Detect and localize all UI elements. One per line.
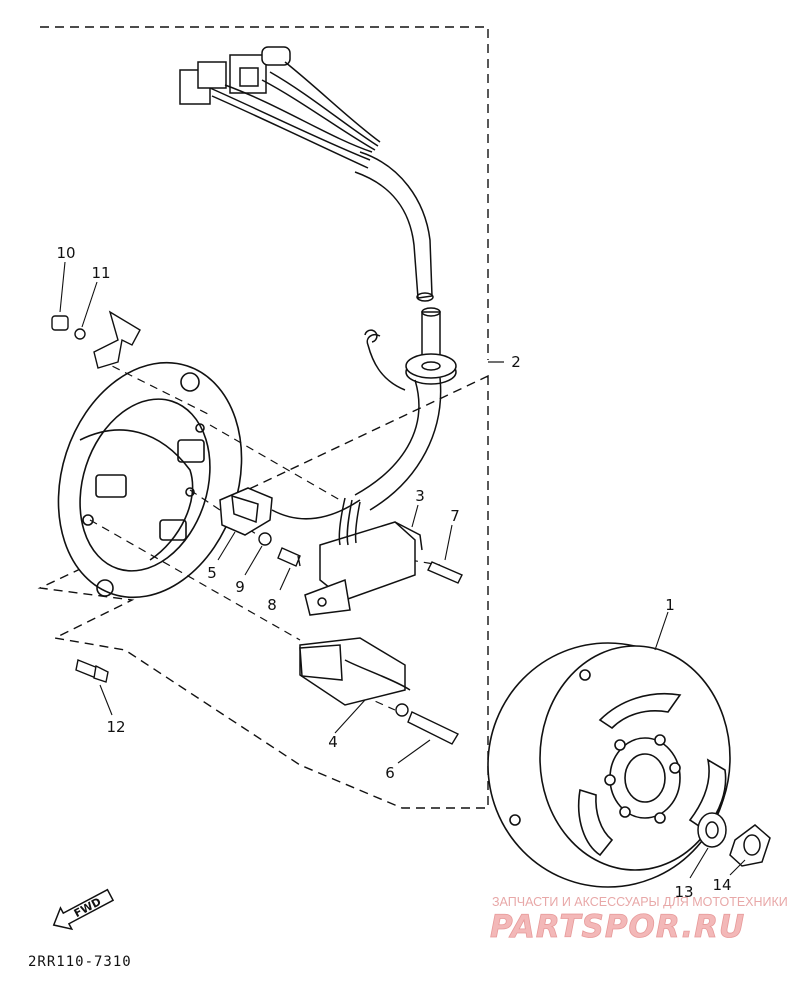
callout-5: 5 [207,564,217,582]
callout-4: 4 [328,733,338,751]
lighting-coil [304,497,423,616]
callout-2: 2 [511,353,521,371]
fwd-label: FWD [72,895,104,920]
drawing-code: 2RR110-7310 [28,954,132,970]
fwd-arrow-icon: FWD [52,888,115,931]
callout-7: 7 [450,507,460,525]
watermark-tagline: ЗАПЧАСТИ И АКСЕССУАРЫ ДЛЯ МОТОТЕХНИКИ [492,895,788,909]
callout-11: 11 [91,264,110,282]
charge-coil [299,637,411,706]
stator-plate [57,361,243,599]
watermark-logo: PARTSPOR.RU [490,909,745,945]
callout-13: 13 [674,883,693,901]
wire-harness [179,46,457,511]
callout-10: 10 [56,244,75,262]
callout-6: 6 [385,764,395,782]
assembly-boundary [37,26,489,809]
callout-1: 1 [665,596,675,614]
callout-12: 12 [106,718,125,736]
callout-14: 14 [712,876,731,894]
flywheel-rotor [487,642,731,888]
callout-3: 3 [415,487,425,505]
callout-8: 8 [267,596,277,614]
hardware [51,310,463,745]
leader-lines [59,261,746,879]
callout-9: 9 [235,578,245,596]
washer-and-nut [697,812,771,867]
pickup-coil [219,487,361,536]
